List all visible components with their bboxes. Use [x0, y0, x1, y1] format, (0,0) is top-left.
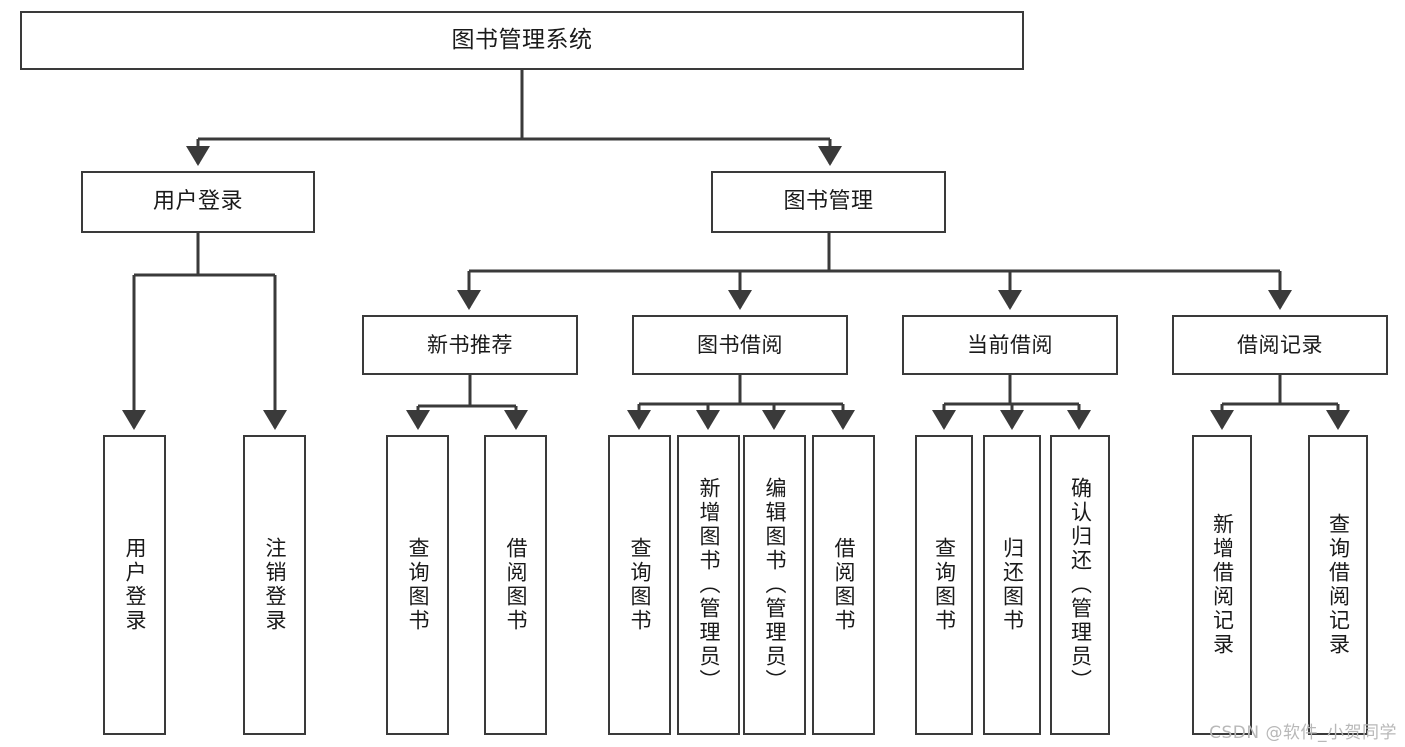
leaf-add-borrow-record[interactable]: 新增借阅记录 [1192, 435, 1252, 735]
node-current-borrow[interactable]: 当前借阅 [902, 315, 1118, 375]
leaf-query-book-recommend[interactable]: 查询图书 [386, 435, 449, 735]
node-borrow-records[interactable]: 借阅记录 [1172, 315, 1388, 375]
leaf-query-borrow-record[interactable]: 查询借阅记录 [1308, 435, 1368, 735]
leaf-add-book-admin-label: 新增图书（管理员） [697, 477, 721, 693]
node-user-login[interactable]: 用户登录 [81, 171, 315, 233]
node-book-borrow[interactable]: 图书借阅 [632, 315, 848, 375]
leaf-logout[interactable]: 注销登录 [243, 435, 306, 735]
node-book-management-label: 图书管理 [783, 189, 874, 215]
leaf-lend-book-label: 借阅图书 [832, 537, 856, 633]
leaf-edit-book-admin-label: 编辑图书（管理员） [763, 477, 787, 693]
leaf-query-book-recommend-label: 查询图书 [406, 537, 430, 633]
node-current-borrow-label: 当前借阅 [967, 332, 1053, 357]
leaf-borrow-book-recommend-label: 借阅图书 [504, 537, 528, 633]
leaf-borrow-book-recommend[interactable]: 借阅图书 [484, 435, 547, 735]
leaf-query-borrow-record-label: 查询借阅记录 [1326, 513, 1351, 657]
node-user-login-label: 用户登录 [152, 189, 243, 215]
leaf-lend-book[interactable]: 借阅图书 [812, 435, 875, 735]
node-root[interactable]: 图书管理系统 [20, 11, 1024, 70]
leaf-return-book-label: 归还图书 [1000, 537, 1025, 633]
leaf-confirm-return-admin-label: 确认归还（管理员） [1068, 477, 1093, 693]
node-borrow-records-label: 借阅记录 [1237, 332, 1323, 357]
node-new-book-recommend[interactable]: 新书推荐 [362, 315, 578, 375]
leaf-query-book-borrow-label: 查询图书 [628, 537, 652, 633]
leaf-query-book-current[interactable]: 查询图书 [915, 435, 973, 735]
leaf-query-book-borrow[interactable]: 查询图书 [608, 435, 671, 735]
node-new-book-recommend-label: 新书推荐 [427, 332, 513, 357]
leaf-user-login[interactable]: 用户登录 [103, 435, 166, 735]
node-root-label: 图书管理系统 [451, 26, 593, 53]
leaf-return-book[interactable]: 归还图书 [983, 435, 1041, 735]
leaf-add-borrow-record-label: 新增借阅记录 [1210, 513, 1235, 657]
csdn-watermark: CSDN @软件_小贺同学 [1209, 723, 1397, 743]
leaf-user-login-label: 用户登录 [123, 537, 147, 633]
leaf-query-book-current-label: 查询图书 [932, 537, 957, 633]
node-book-borrow-label: 图书借阅 [697, 332, 783, 357]
leaf-confirm-return-admin[interactable]: 确认归还（管理员） [1050, 435, 1110, 735]
leaf-edit-book-admin[interactable]: 编辑图书（管理员） [743, 435, 806, 735]
leaf-logout-label: 注销登录 [263, 537, 287, 633]
node-book-management[interactable]: 图书管理 [711, 171, 946, 233]
leaf-add-book-admin[interactable]: 新增图书（管理员） [677, 435, 740, 735]
